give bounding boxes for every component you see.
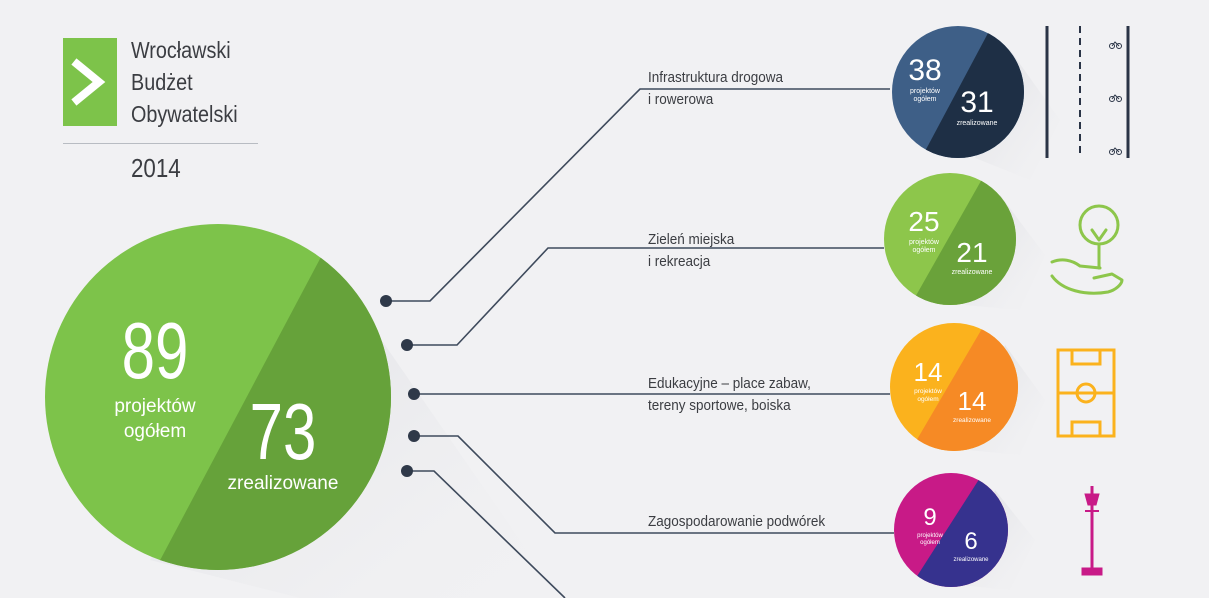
category-done-value: 6 (964, 528, 977, 555)
category-total-label: ogółem (914, 96, 937, 103)
category-label-line-1: Zieleń miejska (648, 231, 735, 248)
connector-dot (401, 339, 413, 351)
category-label-education: Edukacyjne – place zabaw, tereny sportow… (648, 373, 811, 417)
category-circle-green: 25 projektów ogółem 21 zrealizowane (884, 173, 1016, 305)
main-total-label-1: projektów (114, 396, 196, 417)
category-total-value: 14 (914, 357, 943, 387)
main-done-value: 73 (250, 387, 317, 476)
connector-dot (401, 465, 413, 477)
category-circle-road: 38 projektów ogółem 31 zrealizowane (892, 26, 1024, 158)
category-label-line-2: i rowerowa (648, 91, 714, 108)
connector-line (386, 88, 890, 302)
category-total-label: ogółem (920, 540, 940, 546)
category-done-value: 21 (956, 237, 987, 268)
category-total-value: 25 (908, 206, 939, 237)
main-total-label-2: ogółem (124, 421, 186, 442)
category-label-courtyard: Zagospodarowanie podwórek (648, 511, 825, 533)
connector-dot (380, 295, 392, 307)
year-label: 2014 (131, 153, 181, 183)
logo-title: Wrocławski Budżet Obywatelski (131, 34, 251, 130)
chevron-right-icon (71, 58, 106, 106)
connector-dot (408, 388, 420, 400)
connector-dot (408, 430, 420, 442)
bike-lane-icon (1045, 26, 1130, 158)
divider (63, 143, 258, 144)
category-label-line-1: Zagospodarowanie podwórek (648, 513, 826, 530)
category-total-value: 38 (908, 54, 941, 87)
category-done-value: 31 (960, 86, 993, 119)
category-label-line-2: tereny sportowe, boiska (648, 397, 791, 414)
category-done-label: zrealizowane (953, 417, 991, 424)
main-circle: 89 projektów ogółem 73 zrealizowane (45, 224, 391, 570)
category-total-label: ogółem (917, 396, 938, 403)
category-total-label: projektów (910, 88, 941, 95)
category-circle-education: 14 projektów ogółem 14 zrealizowane (890, 323, 1018, 451)
category-circle-courtyard: 9 projektów ogółem 6 zrealizowane (894, 473, 1008, 587)
main-done-label: zrealizowane (228, 473, 339, 494)
sports-field-icon (1056, 348, 1116, 438)
category-done-label: zrealizowane (952, 269, 993, 276)
category-done-label: zrealizowane (953, 557, 989, 563)
category-label-line-1: Infrastruktura drogowa (648, 69, 784, 86)
category-done-label: zrealizowane (957, 120, 998, 127)
connector-line (407, 470, 566, 598)
category-label-line-2: i rekreacja (648, 253, 711, 270)
category-total-label: projektów (917, 533, 943, 539)
category-total-label: ogółem (913, 247, 936, 254)
category-total-label: projektów (909, 239, 940, 246)
category-label-line-1: Edukacyjne – place zabaw, (648, 375, 811, 392)
street-lamp-icon (1081, 486, 1103, 576)
logo-mark (63, 38, 117, 126)
category-total-label: projektów (914, 388, 942, 395)
connector-line (414, 435, 894, 534)
category-total-value: 9 (923, 504, 936, 531)
logo-title-line-1: Wrocławski (131, 37, 231, 63)
category-label-green: Zieleń miejska i rekreacja (648, 229, 734, 273)
category-label-road: Infrastruktura drogowa i rowerowa (648, 67, 783, 111)
main-total-value: 89 (122, 306, 189, 395)
tree-hand-icon (1050, 204, 1124, 295)
logo-title-line-2: Budżet (131, 69, 193, 95)
category-done-value: 14 (958, 386, 987, 416)
logo-title-line-3: Obywatelski (131, 101, 238, 127)
connector-line (407, 247, 884, 346)
